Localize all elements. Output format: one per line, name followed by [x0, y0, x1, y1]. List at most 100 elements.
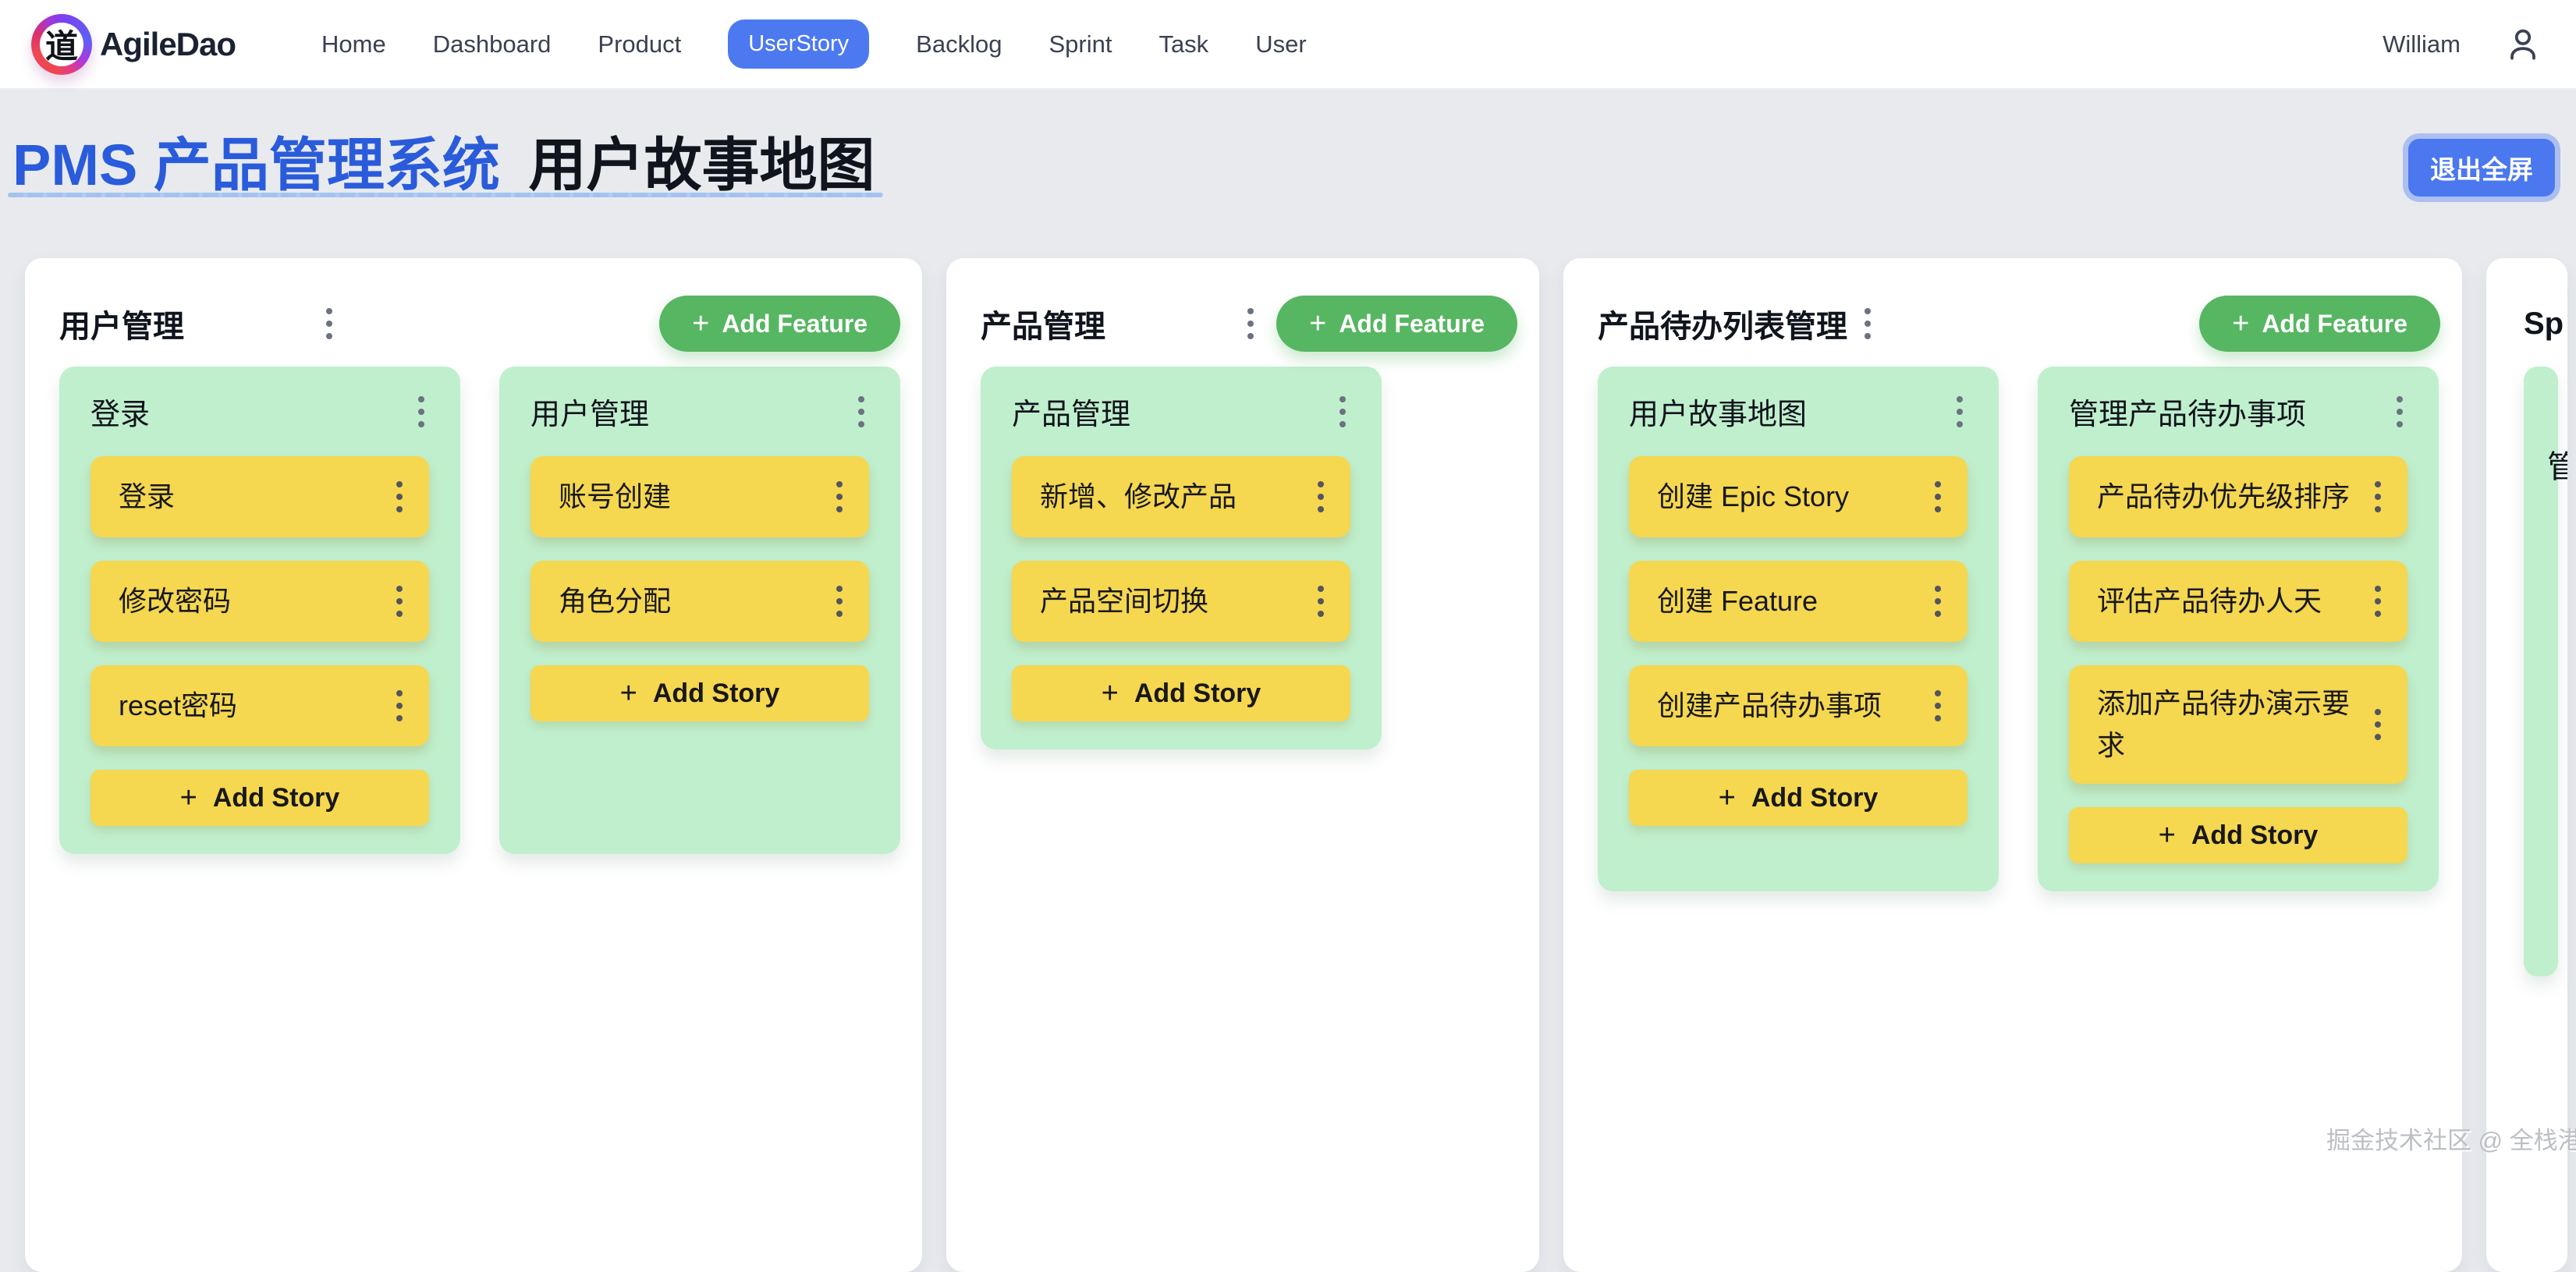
- kebab-menu-icon[interactable]: [1930, 686, 1946, 726]
- story-card[interactable]: 产品待办优先级排序: [2069, 456, 2407, 537]
- page-title-product: PMS 产品管理系统: [12, 133, 500, 197]
- user-profile-icon[interactable]: [2504, 26, 2542, 63]
- add-story-label: Add Story: [2191, 820, 2319, 850]
- story-card[interactable]: 创建 Feature: [1629, 561, 1967, 642]
- add-story-button[interactable]: + Add Story: [2069, 807, 2407, 863]
- story-label: 创建 Feature: [1657, 585, 1818, 617]
- story-card[interactable]: 新增、修改产品: [1012, 456, 1350, 537]
- plus-icon: +: [619, 677, 637, 710]
- nav-item-home[interactable]: Home: [321, 30, 386, 58]
- epic-header: 用户管理 + Add Feature: [59, 296, 900, 352]
- add-story-label: Add Story: [212, 782, 340, 813]
- logo-glyph: 道: [40, 22, 83, 66]
- add-feature-label: Add Feature: [2262, 309, 2407, 338]
- logged-in-user-name: William: [2383, 30, 2461, 58]
- feature-row: 登录 登录 修改密码 reset密码 + Add Story: [59, 367, 900, 854]
- plus-icon: +: [692, 307, 710, 340]
- epic-column: 产品管理 + Add Feature 产品管理 新增、修改产品 产品空间切换: [946, 258, 1539, 1272]
- story-label: reset密码: [119, 689, 238, 721]
- plus-icon: +: [2232, 307, 2250, 340]
- story-card[interactable]: 创建产品待办事项: [1629, 665, 1967, 746]
- epic-header: Sp: [2524, 296, 2567, 352]
- add-feature-button[interactable]: + Add Feature: [2199, 296, 2440, 352]
- story-card[interactable]: 评估产品待办人天: [2069, 561, 2407, 642]
- story-label: 角色分配: [559, 585, 672, 617]
- feature-card: 用户管理 账号创建 角色分配 + Add Story: [499, 367, 900, 854]
- story-card[interactable]: 修改密码: [90, 561, 429, 642]
- story-label: 创建产品待办事项: [1657, 689, 1882, 721]
- kebab-menu-icon[interactable]: [1930, 477, 1946, 517]
- kebab-menu-icon[interactable]: [321, 303, 337, 344]
- kebab-menu-icon[interactable]: [1313, 477, 1329, 517]
- kebab-menu-icon[interactable]: [413, 392, 429, 432]
- nav-item-user[interactable]: User: [1255, 30, 1307, 58]
- kebab-menu-icon[interactable]: [853, 392, 869, 432]
- add-story-button[interactable]: + Add Story: [90, 770, 429, 826]
- feature-header: 用户故事地图: [1629, 390, 1967, 433]
- kebab-menu-icon[interactable]: [1860, 303, 1875, 344]
- exit-fullscreen-button[interactable]: 退出全屏: [2408, 139, 2555, 197]
- add-feature-button[interactable]: + Add Feature: [1276, 296, 1517, 352]
- feature-title: 用户管理: [530, 399, 650, 431]
- feature-row: 产品管理 新增、修改产品 产品空间切换 + Add Story: [981, 367, 1517, 749]
- nav-item-dashboard[interactable]: Dashboard: [432, 30, 552, 58]
- kebab-menu-icon[interactable]: [392, 581, 407, 622]
- feature-title: 管理产品待办事项: [2069, 399, 2307, 431]
- kebab-menu-icon[interactable]: [2370, 581, 2386, 622]
- add-story-button[interactable]: + Add Story: [1012, 665, 1350, 721]
- top-navbar: 道 AgileDao Home Dashboard Product UserSt…: [0, 0, 2576, 90]
- feature-card: 管理产品待办事项 产品待办优先级排序 评估产品待办人天 添加产品待办演示要求 +: [2038, 367, 2439, 891]
- feature-title: 登录: [90, 399, 151, 431]
- epic-title: Sp: [2524, 306, 2564, 341]
- story-card[interactable]: 登录: [90, 456, 429, 537]
- page-title-map: 用户故事地图: [528, 133, 875, 197]
- story-card[interactable]: 产品空间切换: [1012, 561, 1350, 642]
- kebab-menu-icon[interactable]: [832, 581, 847, 622]
- feature-header: 用户管理: [530, 390, 869, 433]
- feature-title: 管: [2547, 450, 2567, 484]
- feature-card: 用户故事地图 创建 Epic Story 创建 Feature 创建产品待办事项…: [1598, 367, 1999, 891]
- epic-column: 产品待办列表管理 + Add Feature 用户故事地图 创建 Epic St…: [1563, 258, 2462, 1272]
- kebab-menu-icon[interactable]: [1930, 581, 1946, 622]
- kebab-menu-icon[interactable]: [392, 686, 407, 726]
- kebab-menu-icon[interactable]: [2370, 704, 2386, 745]
- add-story-label: Add Story: [652, 678, 780, 708]
- kebab-menu-icon[interactable]: [1335, 392, 1350, 432]
- nav-item-sprint[interactable]: Sprint: [1048, 30, 1112, 58]
- nav-item-task[interactable]: Task: [1158, 30, 1209, 58]
- story-label: 产品空间切换: [1040, 585, 1209, 617]
- epic-title: 产品待办列表管理: [1598, 310, 1847, 344]
- kebab-menu-icon[interactable]: [2370, 477, 2386, 517]
- feature-header: 管理产品待办事项: [2069, 390, 2407, 433]
- add-feature-button[interactable]: + Add Feature: [659, 296, 900, 352]
- story-card[interactable]: reset密码: [90, 665, 429, 746]
- story-card[interactable]: 账号创建: [530, 456, 869, 537]
- epic-header: 产品管理 + Add Feature: [981, 296, 1517, 352]
- story-card[interactable]: 创建 Epic Story: [1629, 456, 1967, 537]
- nav-item-product[interactable]: Product: [598, 30, 682, 58]
- add-feature-label: Add Feature: [1339, 309, 1485, 338]
- story-card[interactable]: 添加产品待办演示要求: [2069, 665, 2407, 784]
- nav-menu: Home Dashboard Product UserStory Backlog…: [321, 19, 1307, 69]
- kebab-menu-icon[interactable]: [832, 477, 847, 517]
- add-feature-label: Add Feature: [722, 309, 868, 338]
- plus-icon: +: [1309, 307, 1327, 340]
- nav-item-userstory[interactable]: UserStory: [728, 19, 870, 69]
- kebab-menu-icon[interactable]: [392, 477, 407, 517]
- kebab-menu-icon[interactable]: [2392, 392, 2407, 432]
- agiledao-logo-icon: 道: [31, 13, 92, 75]
- add-story-button[interactable]: + Add Story: [530, 665, 869, 721]
- epic-column: Sp 管: [2486, 258, 2567, 1272]
- brand-name: AgileDao: [100, 25, 236, 62]
- kebab-menu-icon[interactable]: [1952, 392, 1967, 432]
- story-card[interactable]: 角色分配: [530, 561, 869, 642]
- nav-right: William: [2383, 26, 2542, 63]
- feature-title: 用户故事地图: [1629, 399, 1808, 431]
- kebab-menu-icon[interactable]: [1313, 581, 1329, 622]
- nav-item-backlog[interactable]: Backlog: [916, 30, 1002, 58]
- kebab-menu-icon[interactable]: [1243, 303, 1258, 344]
- add-story-button[interactable]: + Add Story: [1629, 770, 1967, 826]
- plus-icon: +: [1101, 677, 1119, 710]
- story-label: 添加产品待办演示要求: [2097, 687, 2351, 761]
- story-map-board: 用户管理 + Add Feature 登录 登录 修改密码: [25, 258, 2567, 1272]
